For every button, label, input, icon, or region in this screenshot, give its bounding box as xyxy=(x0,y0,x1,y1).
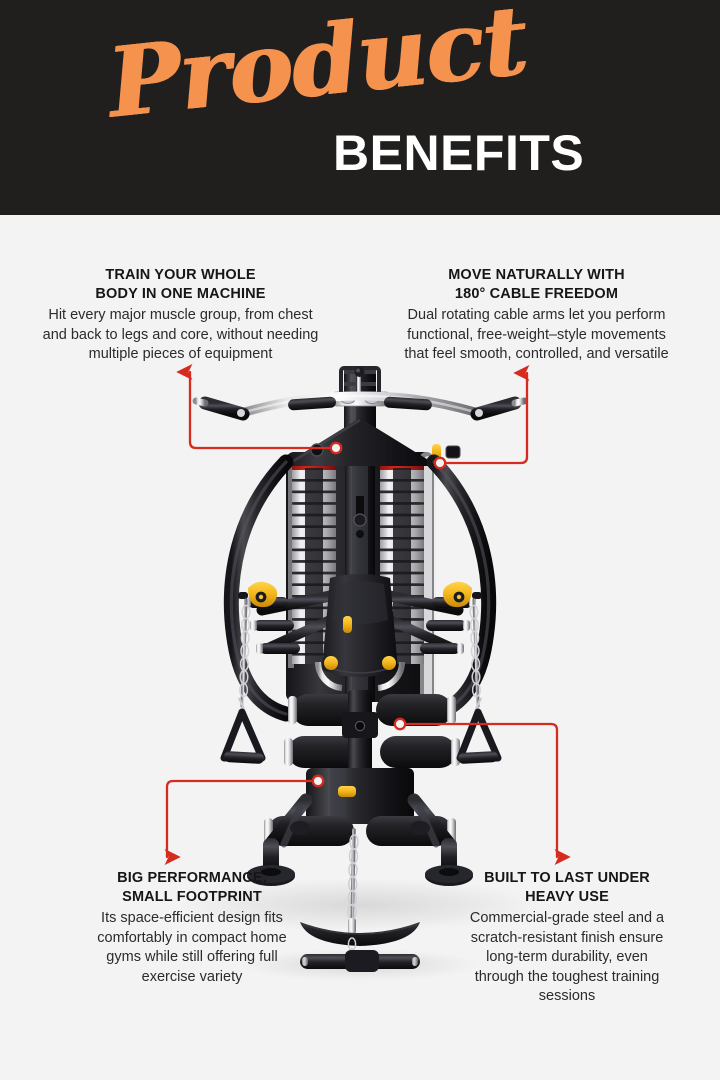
rotating-cable-arms xyxy=(223,454,497,722)
page-title: BENEFITS xyxy=(333,125,585,181)
callout-title: BUILT TO LAST UNDER HEAVY USE xyxy=(432,869,702,907)
callout-title-line1: BIG PERFORMANCE, xyxy=(117,870,267,886)
callout-body: Dual rotating cable arms let you perform… xyxy=(374,306,699,365)
header-inner: Product BENEFITS xyxy=(0,0,720,215)
callout-body-line3: that feel smooth, controlled, and versat… xyxy=(404,346,669,362)
callout-title-line1: BUILT TO LAST UNDER xyxy=(484,870,650,886)
chain-handle-left xyxy=(220,598,266,764)
callout-body: Its space-efficient design fits comforta… xyxy=(48,909,336,987)
handle-grips-right xyxy=(420,581,482,654)
callout-body-line3: gyms while still offering full xyxy=(106,949,278,965)
handle-grips-left xyxy=(238,581,300,654)
callout-body-line1: Hit every major muscle group, from chest xyxy=(48,307,313,323)
callout-body-line2: functional, free-weight–style movements xyxy=(407,326,666,343)
adjustable-backrest xyxy=(322,574,398,677)
callout-body-line4: through the toughest training xyxy=(474,968,660,985)
callout-body-line2: and back to legs and core, without needi… xyxy=(42,326,319,343)
callout-title: BIG PERFORMANCE, SMALL FOOTPRINT xyxy=(48,869,336,907)
callout-built-to-last: BUILT TO LAST UNDER HEAVY USE Commercial… xyxy=(432,869,702,1007)
callout-body: Hit every major muscle group, from chest… xyxy=(18,306,343,365)
callout-title-line2: BODY IN ONE MACHINE xyxy=(95,286,266,302)
callout-body-line2: comfortably in compact home xyxy=(97,929,287,946)
callout-title-line2: SMALL FOOTPRINT xyxy=(122,889,262,905)
callout-title-line1: TRAIN YOUR WHOLE xyxy=(105,267,256,283)
callout-title-line2: 180° CABLE FREEDOM xyxy=(454,286,619,302)
callout-cable-freedom: MOVE NATURALLY WITH 180° CABLE FREEDOM D… xyxy=(374,266,699,365)
callout-title: TRAIN YOUR WHOLE BODY IN ONE MACHINE xyxy=(18,266,343,304)
callout-body-line4: exercise variety xyxy=(141,968,243,985)
page-header: Product BENEFITS xyxy=(0,0,720,215)
callout-train-whole-body: TRAIN YOUR WHOLE BODY IN ONE MACHINE Hit… xyxy=(18,266,343,365)
low-row-attachment xyxy=(300,828,420,972)
callout-body: Commercial-grade steel and a scratch-res… xyxy=(432,909,702,1007)
callout-title: MOVE NATURALLY WITH 180° CABLE FREEDOM xyxy=(374,266,699,304)
callout-body-line2: scratch-resistant finish ensure xyxy=(470,929,664,946)
callout-title-line1: MOVE NATURALLY WITH xyxy=(448,267,625,283)
callout-title-line2: HEAVY USE xyxy=(525,889,609,905)
callout-body-line1: Its space-efficient design fits xyxy=(101,910,283,926)
callout-body-line3: long-term durability, even xyxy=(486,949,648,965)
callout-body-line5: sessions xyxy=(538,988,596,1004)
callout-body-line1: Dual rotating cable arms let you perform xyxy=(407,307,666,323)
callout-body-line3: multiple pieces of equipment xyxy=(88,346,273,362)
callout-body-line1: Commercial-grade steel and a xyxy=(469,910,665,926)
callout-small-footprint: BIG PERFORMANCE, SMALL FOOTPRINT Its spa… xyxy=(48,869,336,987)
